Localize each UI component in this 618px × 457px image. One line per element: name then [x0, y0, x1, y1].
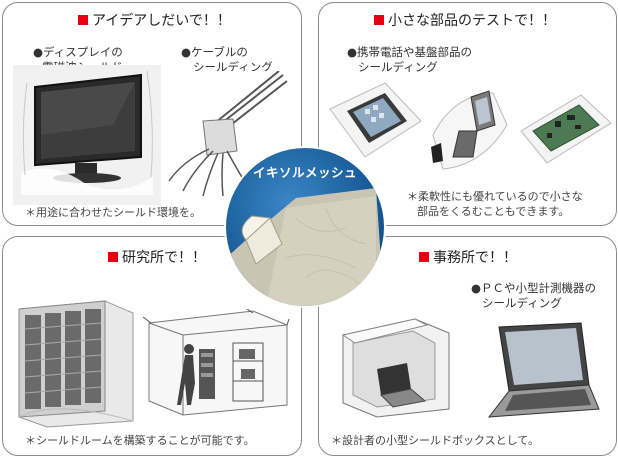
laboratory-note: ＊シールドルームを構築することが可能です。	[25, 434, 255, 447]
small-parts-note: ＊柔軟性にも優れているので小さな 部品をくるむこともできます。	[407, 190, 583, 218]
panel-title: 小さな部品のテストで！！	[374, 10, 556, 30]
red-square-icon	[108, 252, 118, 262]
circuit-board-illustration	[520, 94, 612, 164]
laptop-illustration	[487, 322, 600, 418]
office-note: ＊設計者の小型シールドボックスとして。	[331, 434, 540, 447]
mesh-sheet-illustration	[226, 188, 384, 306]
center-label: イキソルメッシュ	[252, 165, 357, 180]
panel-title: 研究所で！！	[108, 247, 206, 267]
panel-office: 事務所で！！ ●ＰＣや小型計測機器の シールディング ＊設計者の小型シールドボッ…	[318, 236, 617, 456]
panel-title: アイデアしだいで！！	[78, 10, 231, 30]
red-square-icon	[419, 252, 429, 262]
red-square-icon	[78, 15, 88, 25]
ekisol-mesh-badge: イキソルメッシュ	[226, 148, 384, 306]
flip-phone-illustration	[431, 90, 508, 170]
pc-shield-label: ●ＰＣや小型計測機器の シールディング	[471, 281, 597, 310]
cable-shield-label: ●ケーブルの シールディング	[181, 45, 273, 74]
ideas-note: ＊用途に合わせたシールド環境を。	[25, 206, 201, 219]
red-square-icon	[374, 15, 384, 25]
shield-box-illustration	[341, 318, 450, 418]
phone-shield-label: ●携帯電話や基盤部品の シールディング	[347, 45, 473, 74]
panel-ideas: アイデアしだいで！！ ●ディスプレイの 電磁波シールド ●ケーブルの シールディ…	[2, 2, 302, 226]
monitor-illustration	[13, 65, 161, 205]
smartphone-illustration	[329, 82, 422, 158]
panel-title: 事務所で！！	[419, 247, 517, 267]
server-rack-illustration	[18, 300, 134, 428]
shield-room-illustration	[143, 309, 290, 416]
